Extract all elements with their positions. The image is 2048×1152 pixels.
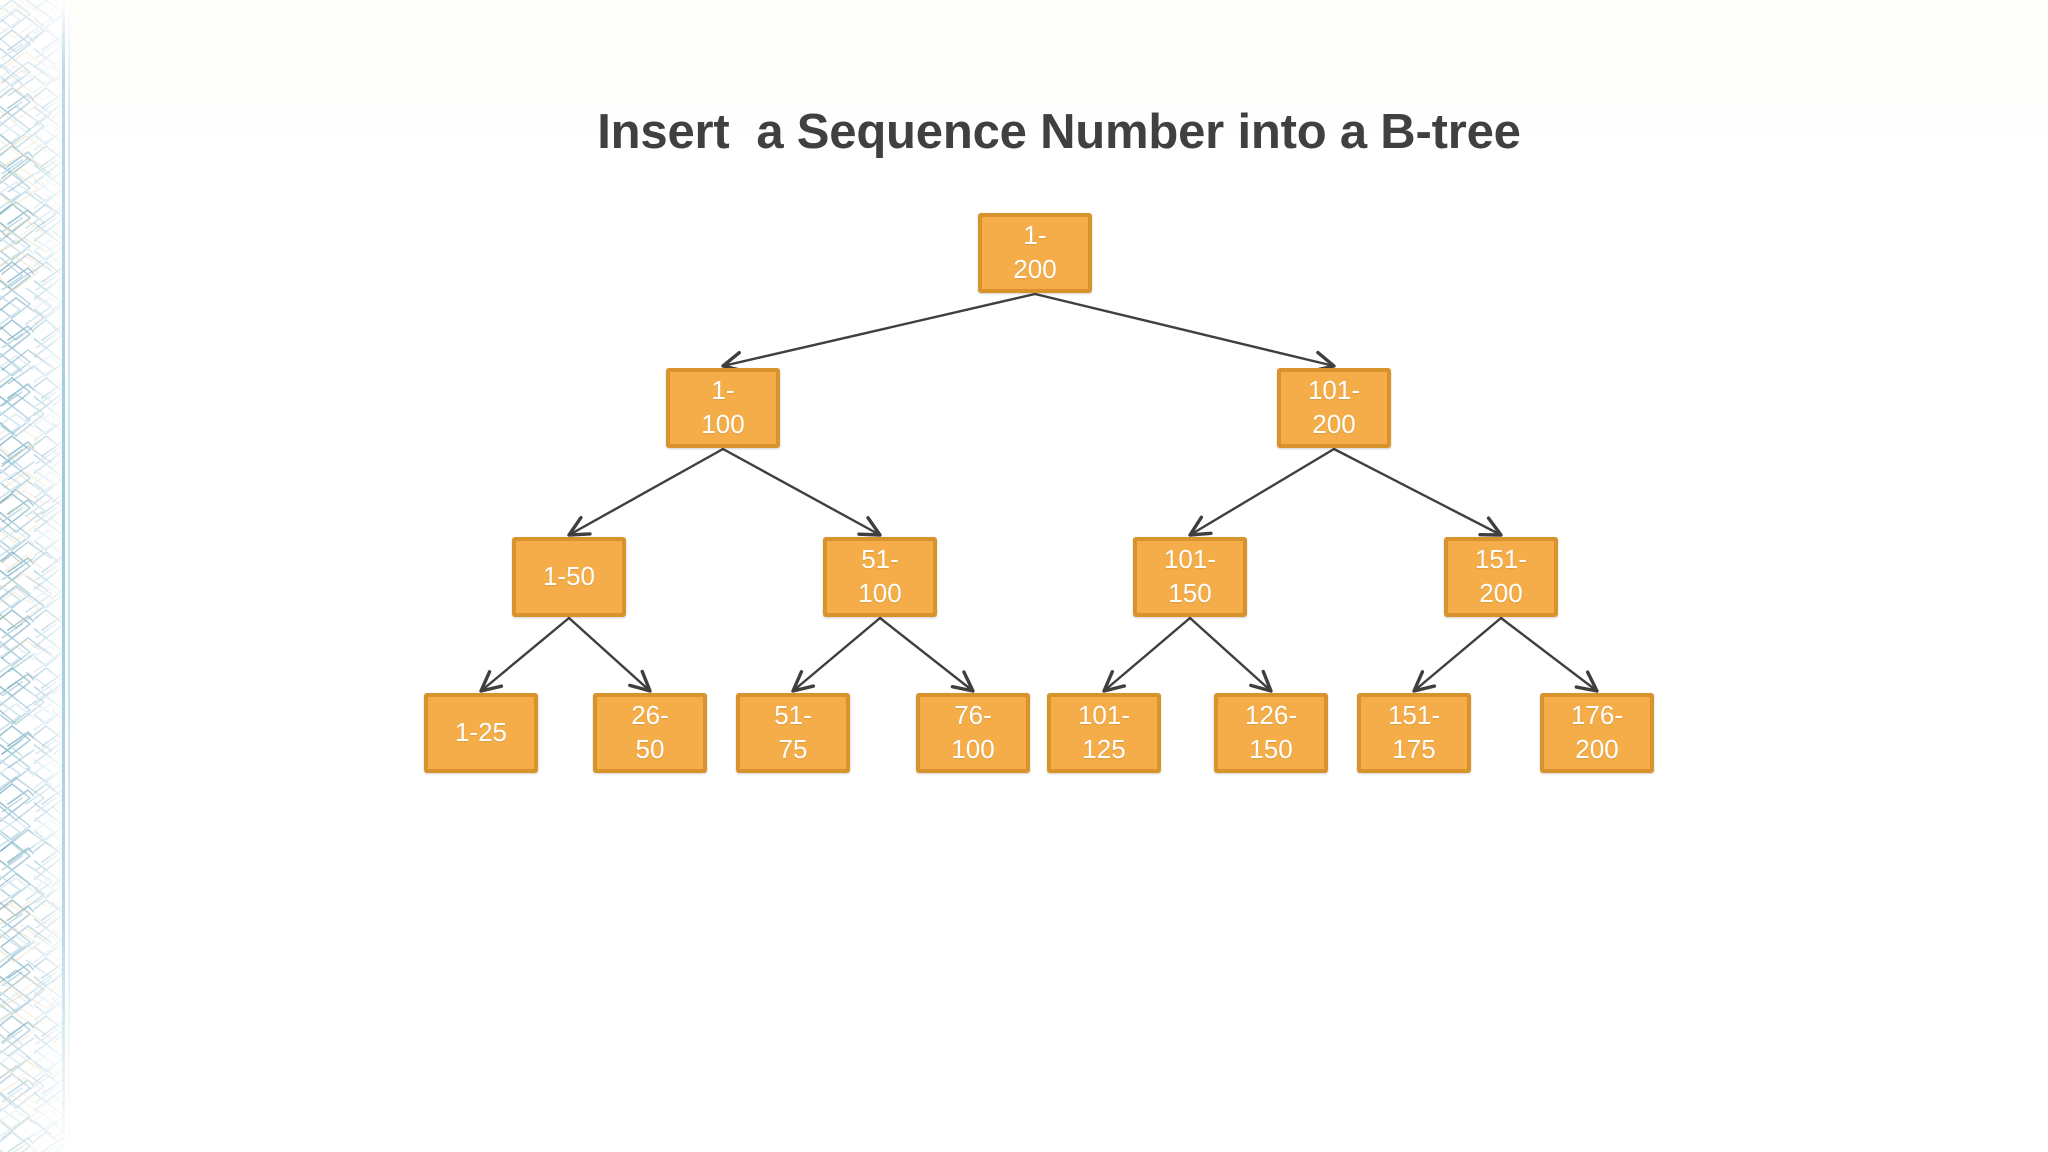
decoration-vertical-rule: [62, 0, 65, 1152]
btree-node-l2c: 101- 150: [1133, 537, 1247, 617]
btree-edge-arrowhead: [1249, 669, 1273, 693]
btree-node-leaf7: 151- 175: [1357, 693, 1471, 773]
btree-node-l2d: 151- 200: [1444, 537, 1558, 617]
btree-edge-line: [878, 616, 975, 693]
btree-node-l1b: 101- 200: [1277, 368, 1391, 448]
btree-edge-arrowhead: [857, 516, 882, 537]
btree-edge-line: [1033, 292, 1336, 368]
page-background: [70, 0, 2048, 1152]
btree-edge-arrowhead: [950, 670, 975, 693]
slide-title: Insert a Sequence Number into a B-tree: [597, 105, 1521, 159]
btree-node-leaf5: 101- 125: [1047, 693, 1161, 773]
btree-node-leaf2: 26- 50: [593, 693, 707, 773]
btree-node-l2b: 51- 100: [823, 537, 937, 617]
btree-edge-line: [721, 292, 1037, 368]
btree-edge-line: [567, 447, 725, 537]
decoration-inner-rule: [68, 0, 70, 1152]
btree-edge-arrowhead: [479, 670, 504, 693]
btree-edge-line: [791, 616, 882, 693]
btree-edge-line: [1188, 447, 1336, 537]
btree-edge-line: [1499, 616, 1599, 693]
btree-edge-arrowhead: [791, 670, 816, 693]
btree-edge-arrowhead: [1478, 516, 1503, 537]
btree-node-leaf4: 76- 100: [916, 693, 1030, 773]
btree-edge-arrowhead: [1412, 670, 1437, 693]
btree-edge-arrowhead: [1574, 670, 1599, 693]
btree-edge-arrowhead: [567, 515, 592, 537]
btree-edge-line: [1188, 616, 1273, 693]
btree-node-leaf6: 126- 150: [1214, 693, 1328, 773]
btree-edge-line: [1332, 447, 1503, 537]
btree-node-l1a: 1- 100: [666, 368, 780, 448]
btree-edge-line: [721, 447, 882, 537]
btree-node-root: 1- 200: [978, 213, 1092, 293]
btree-node-l2a: 1-50: [512, 537, 626, 617]
btree-node-leaf3: 51- 75: [736, 693, 850, 773]
btree-edge-arrowhead: [628, 669, 652, 693]
btree-node-leaf8: 176- 200: [1540, 693, 1654, 773]
btree-node-leaf1: 1-25: [424, 693, 538, 773]
btree-edge-line: [479, 616, 571, 693]
btree-edge-line: [567, 616, 652, 693]
btree-edge-line: [1102, 616, 1192, 693]
btree-edge-line: [1412, 616, 1503, 693]
btree-edge-arrowhead: [1102, 670, 1127, 693]
btree-edge-arrowhead: [1188, 515, 1213, 537]
